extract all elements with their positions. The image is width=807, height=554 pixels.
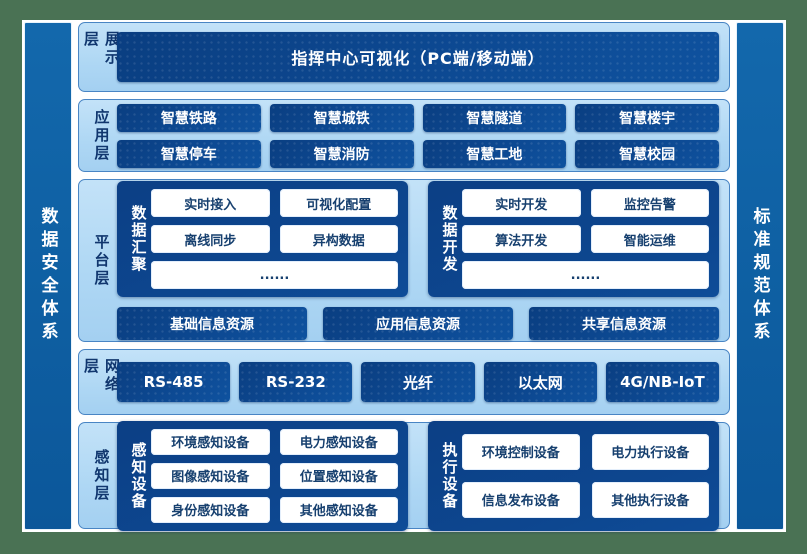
group-data-aggregation: 数据汇聚 实时接入 可视化配置 离线同步 异构数据 ...... <box>117 181 408 297</box>
box-command-center-visualization: 指挥中心可视化（PC端/移动端） <box>117 32 719 82</box>
box-location-sensing-device: 位置感知设备 <box>279 462 398 489</box>
pillar-data-security: 数据安全体系 <box>24 22 72 530</box>
box-development-more: ...... <box>462 261 709 289</box>
layer-panel-network: 网络层 RS-485 RS-232 光纤 以太网 4G/NB-IoT <box>78 349 730 415</box>
pillar-data-security-label: 数据安全体系 <box>37 207 58 345</box>
box-aggregation-more: ...... <box>151 261 398 289</box>
group-data-development: 数据开发 实时开发 监控告警 算法开发 智能运维 ...... <box>428 181 719 297</box>
box-other-exec-device: 其他执行设备 <box>591 481 709 518</box>
group-execution-devices: 执行设备 环境控制设备 电力执行设备 信息发布设备 其他执行设备 <box>428 420 719 531</box>
box-monitoring-alert: 监控告警 <box>590 189 709 217</box>
pillar-standards: 标准规范体系 <box>736 22 784 530</box>
architecture-diagram: 数据安全体系 展示层 指挥中心可视化（PC端/移动端） 应用层 智慧铁路 智慧城… <box>22 20 786 532</box>
box-smart-railway: 智慧铁路 <box>117 103 261 132</box>
box-intelligent-ops: 智能运维 <box>590 225 709 253</box>
box-application-info-resources: 应用信息资源 <box>323 307 513 340</box>
box-smart-fire: 智慧消防 <box>269 139 414 168</box>
layer-label-display: 展示层 <box>82 31 121 67</box>
box-image-sensing-device: 图像感知设备 <box>151 462 270 489</box>
layer-label-application: 应用层 <box>92 108 111 163</box>
box-4g-nbiot: 4G/NB-IoT <box>605 362 720 402</box>
box-smart-parking: 智慧停车 <box>117 139 261 168</box>
group-perception-devices: 感知设备 环境感知设备 电力感知设备 图像感知设备 位置感知设备 身份感知设备 … <box>117 420 408 531</box>
layer-label-platform: 平台层 <box>92 233 111 288</box>
layer-panel-display: 展示层 指挥中心可视化（PC端/移动端） <box>78 22 730 92</box>
layer-label-perception: 感知层 <box>92 448 111 503</box>
box-algorithm-dev: 算法开发 <box>462 225 581 253</box>
box-power-exec-device: 电力执行设备 <box>591 433 709 470</box>
box-realtime-dev: 实时开发 <box>462 189 581 217</box>
layers-column: 展示层 指挥中心可视化（PC端/移动端） 应用层 智慧铁路 智慧城铁 智慧隧道 … <box>78 22 730 531</box>
layer-label-network: 网络层 <box>82 358 121 394</box>
box-rs232: RS-232 <box>239 362 353 402</box>
box-power-sensing-device: 电力感知设备 <box>279 428 398 455</box>
layer-panel-application: 应用层 智慧铁路 智慧城铁 智慧隧道 智慧楼宇 智慧停车 智慧消防 智慧工地 智… <box>78 99 730 172</box>
box-fiber: 光纤 <box>361 362 475 402</box>
box-info-publish-device: 信息发布设备 <box>462 481 580 518</box>
box-smart-site: 智慧工地 <box>422 139 567 168</box>
box-smart-building: 智慧楼宇 <box>575 103 719 132</box>
box-smart-campus: 智慧校园 <box>575 139 719 168</box>
box-smart-metro: 智慧城铁 <box>269 103 414 132</box>
pillar-standards-label: 标准规范体系 <box>749 207 770 345</box>
box-smart-tunnel: 智慧隧道 <box>422 103 567 132</box>
box-other-sensing-device: 其他感知设备 <box>279 496 398 523</box>
box-realtime-access: 实时接入 <box>151 189 270 217</box>
box-identity-sensing-device: 身份感知设备 <box>151 496 270 523</box>
layer-panel-perception: 感知层 感知设备 环境感知设备 电力感知设备 图像感知设备 位置感知设备 身份感… <box>78 420 730 531</box>
box-basic-info-resources: 基础信息资源 <box>117 307 307 340</box>
box-env-sensing-device: 环境感知设备 <box>151 428 270 455</box>
box-visual-config: 可视化配置 <box>279 189 398 217</box>
box-heterogeneous-data: 异构数据 <box>279 225 398 253</box>
box-rs485: RS-485 <box>117 362 231 402</box>
box-ethernet: 以太网 <box>483 362 597 402</box>
box-shared-info-resources: 共享信息资源 <box>529 307 719 340</box>
layer-panel-platform: 平台层 数据汇聚 实时接入 可视化配置 离线同步 异构数据 ...... <box>78 179 730 342</box>
box-offline-sync: 离线同步 <box>151 225 270 253</box>
box-env-control-device: 环境控制设备 <box>462 433 580 470</box>
